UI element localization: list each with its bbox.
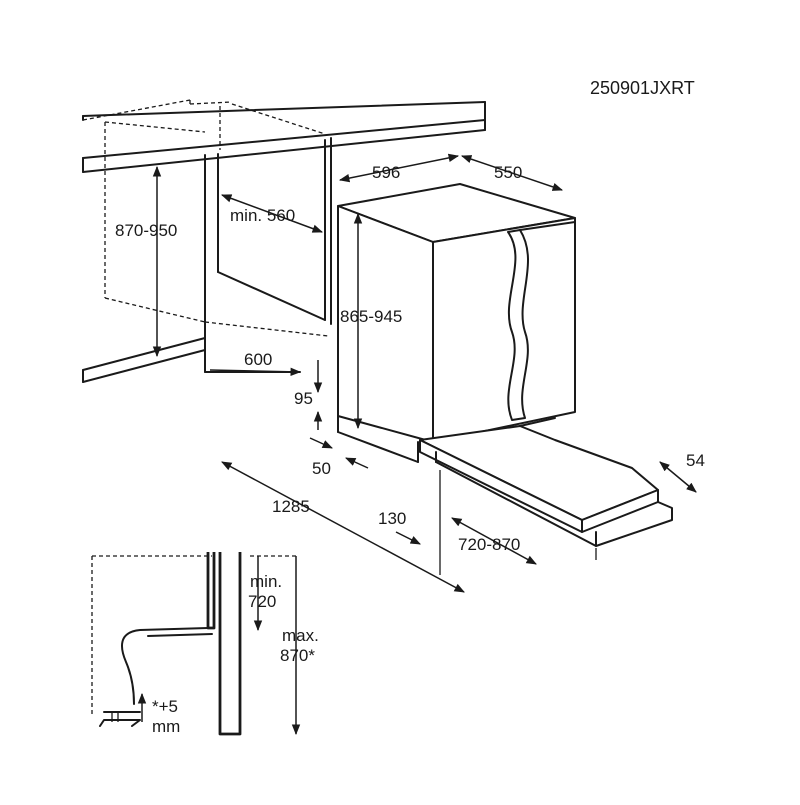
appliance-width-label: 596	[372, 163, 400, 182]
appliance-height-label: 865-945	[340, 307, 402, 326]
detail-min-label-1: min.	[250, 572, 282, 591]
drawing-code: 250901JXRT	[590, 78, 695, 98]
detail-max-label-2: 870*	[280, 646, 315, 665]
detail-view	[91, 552, 301, 736]
detail-foot-note-2: mm	[152, 717, 180, 736]
total-depth-label: 1285	[272, 497, 310, 516]
door-gap-label: 130	[378, 509, 406, 528]
door-panel	[507, 221, 576, 421]
niche-depth-label: 600	[244, 350, 272, 369]
niche-height-label: 870-950	[115, 221, 177, 240]
dimension-lines	[152, 153, 697, 593]
detail-max-label-1: max.	[282, 626, 319, 645]
detail-foot-note-1: *+5	[152, 697, 178, 716]
door-thickness-label: 54	[686, 451, 705, 470]
worktop	[82, 99, 486, 173]
open-door	[419, 417, 673, 547]
niche-min-width-label: min. 560	[230, 206, 295, 225]
door-height-label: 720-870	[458, 535, 520, 554]
appliance-depth-label: 550	[494, 163, 522, 182]
detail-min-label-2: 720	[248, 592, 276, 611]
plinth-setback-label: 50	[312, 459, 331, 478]
plinth-height-label: 95	[294, 389, 313, 408]
